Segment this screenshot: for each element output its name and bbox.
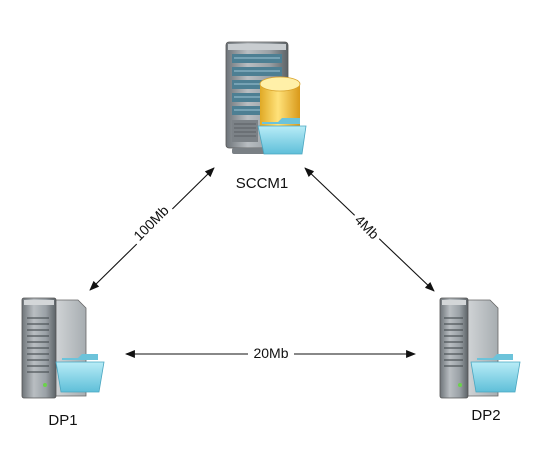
link-label-sccm1-dp1: 100Mb	[130, 202, 172, 244]
server-with-folder-icon	[21, 297, 105, 399]
node-dp2: DP2	[439, 297, 521, 424]
node-sccm1: SCCM1	[225, 41, 307, 192]
server-with-folder-icon	[439, 297, 521, 399]
link-label-dp1-dp2: 20Mb	[253, 345, 288, 361]
link-dp1-dp2: 20Mb	[125, 345, 416, 361]
node-label-dp2: DP2	[471, 407, 500, 424]
server-with-database-and-folder-icon	[225, 41, 307, 155]
link-sccm1-dp1: 100Mb	[89, 167, 215, 291]
node-label-sccm1: SCCM1	[236, 175, 289, 192]
node-dp1: DP1	[21, 297, 105, 429]
link-sccm1-dp2: 4Mb	[304, 167, 435, 292]
node-label-dp1: DP1	[48, 412, 77, 429]
